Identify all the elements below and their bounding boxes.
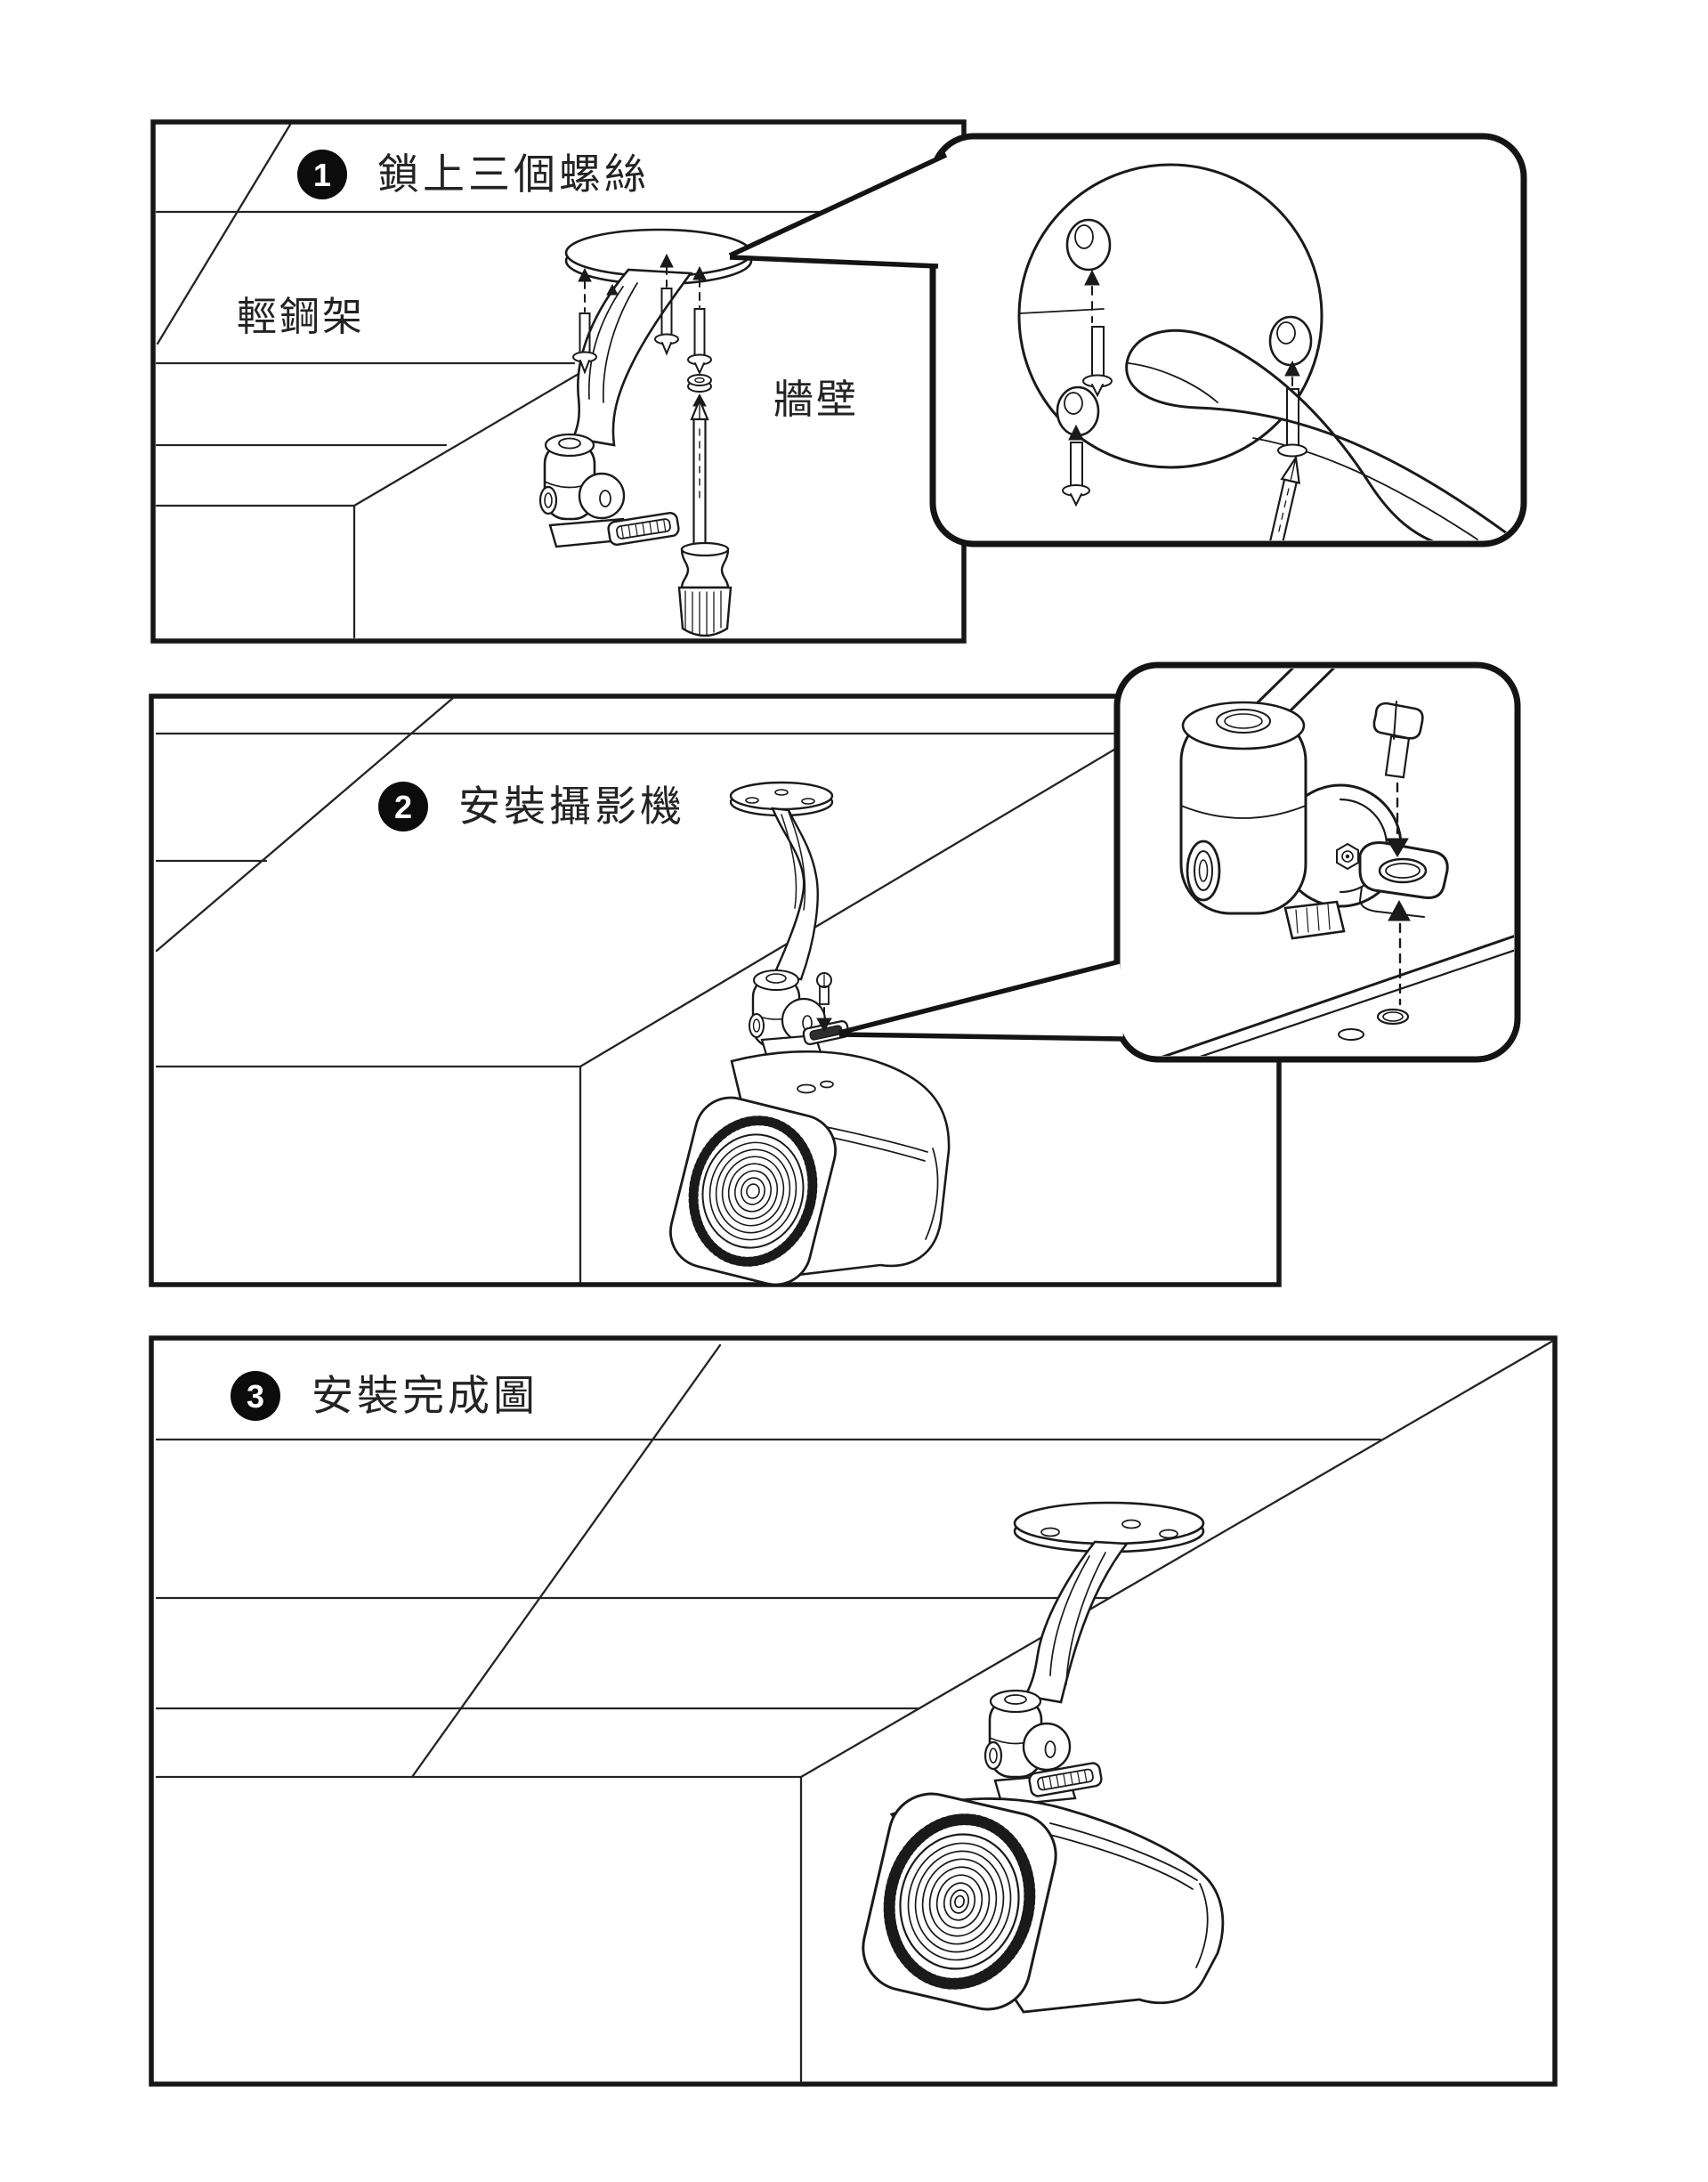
arrow-up-icon xyxy=(1084,269,1100,286)
step2-zoom-callout xyxy=(838,661,1521,1063)
screw-icon xyxy=(654,253,679,356)
mount-foot xyxy=(607,512,680,546)
screw-icon xyxy=(687,265,712,393)
step1-number: 1 xyxy=(313,157,331,193)
step1-title: 鎖上三個螺絲 xyxy=(377,150,650,198)
arrow-up-icon xyxy=(1284,360,1300,377)
mount-arm xyxy=(771,807,819,981)
step1-panel: 輕鋼架 牆壁 1 鎖上三個螺絲 xyxy=(150,119,967,644)
screw-icon xyxy=(1286,388,1299,449)
alignment-marker-icon xyxy=(606,283,619,296)
lens-ribbed-ring xyxy=(688,1115,818,1267)
step3-heading: 3 安裝完成圖 xyxy=(231,1371,538,1421)
arrow-up-icon xyxy=(1388,899,1411,921)
screw-icon xyxy=(572,267,597,375)
screw-icon xyxy=(1372,701,1424,779)
step2-heading: 2 安裝攝影機 xyxy=(378,782,685,831)
camera-mount-hole xyxy=(1338,1028,1364,1041)
step3-number-badge xyxy=(231,1371,280,1421)
lens-ribbed-ring xyxy=(883,1813,1036,1990)
arrow-up-icon xyxy=(578,267,592,282)
camera-mount-hole xyxy=(797,1083,816,1094)
step3-mount-bracket-drawing xyxy=(984,1501,1205,1807)
screw-icon xyxy=(1091,326,1105,377)
label-wall: 牆壁 xyxy=(773,377,859,422)
step2-callout-content xyxy=(1154,669,1514,1056)
step2-panel: 2 安裝攝影機 xyxy=(149,694,1282,1287)
camera-lens xyxy=(862,1792,1057,2011)
step2-number: 2 xyxy=(394,789,412,825)
screwdriver-handle xyxy=(677,586,733,637)
arrow-up-icon xyxy=(1068,424,1084,441)
step3-title: 安裝完成圖 xyxy=(312,1372,538,1419)
step1-zoom-callout xyxy=(728,133,1527,548)
step3-border xyxy=(149,1335,1558,2087)
step1-screws xyxy=(572,253,712,393)
arrow-up-icon xyxy=(660,253,674,268)
step2-title: 安裝攝影機 xyxy=(458,783,685,830)
screw-icon xyxy=(1070,442,1083,488)
step3-camera-drawing xyxy=(862,1792,1225,2014)
arm-closeup xyxy=(1125,329,1519,540)
arrow-up-icon xyxy=(692,265,707,280)
ceiling-plate xyxy=(564,228,753,278)
screwdriver-icon xyxy=(677,393,733,637)
step2-number-badge xyxy=(378,782,428,831)
ceiling-plate xyxy=(1013,1501,1205,1545)
step1-callout-content xyxy=(1017,163,1519,540)
step3-number: 3 xyxy=(247,1378,264,1415)
arrow-down-icon xyxy=(1386,838,1409,857)
step2-ceiling-grid-lines xyxy=(155,696,1202,1284)
step1-heading: 1 鎖上三個螺絲 xyxy=(297,150,650,199)
label-ceiling-frame: 輕鋼架 xyxy=(237,294,365,339)
camera-mount-hole xyxy=(820,1080,834,1089)
step2-camera-drawing xyxy=(668,1050,951,1286)
step3-ceiling-grid-lines xyxy=(155,1339,1555,2083)
screwdriver-tip-icon xyxy=(1263,454,1300,540)
magnifier-wedge xyxy=(730,155,946,267)
mount-foot xyxy=(1028,1762,1103,1797)
step3-panel: 3 安裝完成圖 xyxy=(149,1335,1558,2087)
step1-ceiling-grid-lines xyxy=(155,123,828,639)
arrow-down-icon xyxy=(816,1018,832,1033)
camera-lens xyxy=(668,1096,838,1286)
step1-number-badge xyxy=(297,150,347,199)
ceiling-plate xyxy=(729,781,834,811)
